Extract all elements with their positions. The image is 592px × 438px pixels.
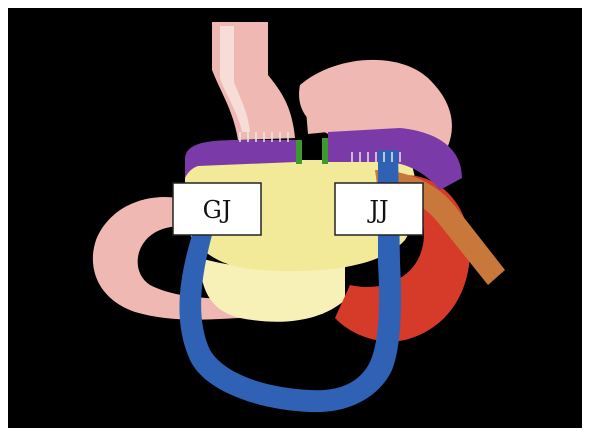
jj-label: JJ xyxy=(335,183,423,235)
suture-line-left xyxy=(296,140,302,164)
gj-label-text: GJ xyxy=(203,196,232,224)
jj-label-text: JJ xyxy=(366,196,388,224)
gj-label: GJ xyxy=(173,183,261,235)
suture-line-right xyxy=(322,138,328,164)
